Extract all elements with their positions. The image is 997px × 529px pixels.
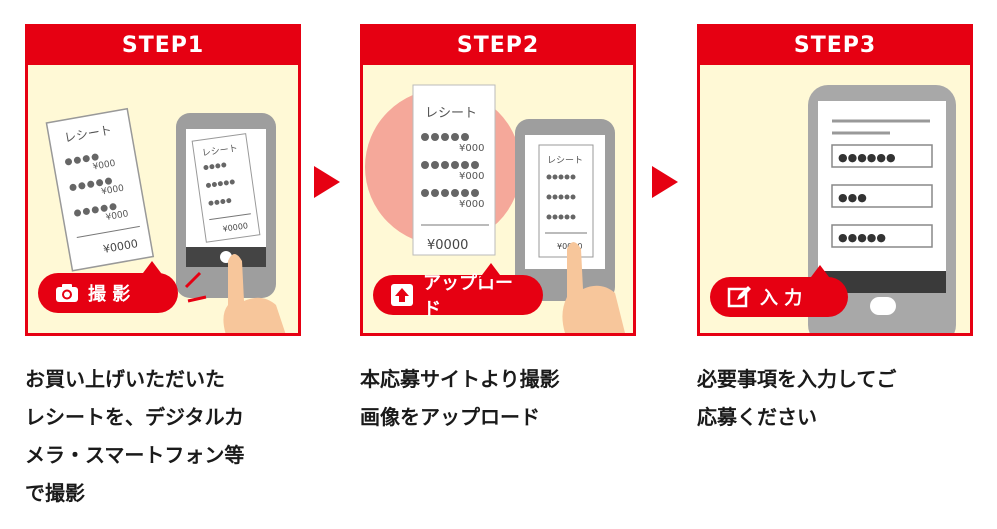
step3-desc-line-1: 必要事項を入力してご: [697, 367, 897, 391]
upload-badge-tail: [479, 263, 503, 279]
step1-title: STEP1: [28, 27, 298, 65]
step1-panel: STEP1 レシート ¥000 ¥000 ¥000 ¥0000: [25, 24, 301, 336]
shoot-badge: 撮 影: [38, 273, 178, 313]
step2-desc-line-2: 画像をアップロード: [360, 405, 540, 429]
step1-scene: レシート ¥000 ¥000 ¥000 ¥0000 レシート: [45, 107, 286, 333]
phone-receipt: レシート ¥0000: [191, 133, 261, 243]
form-field-1-value: ●●●●●●: [838, 151, 896, 164]
receipt-price-3: ¥000: [105, 209, 130, 223]
form-field-3-value: ●●●●●: [838, 231, 886, 244]
step3-scene: ●●●●●● ●●● ●●●●●: [808, 85, 956, 333]
zoom-receipt-title: レシート: [425, 106, 477, 121]
input-badge: 入 力: [710, 277, 848, 317]
step1-illustration: レシート ¥000 ¥000 ¥000 ¥0000 レシート: [28, 65, 298, 333]
zoom-price-3: ¥000: [459, 199, 484, 210]
step2-desc-line-1: 本応募サイトより撮影: [360, 367, 560, 391]
step2-title: STEP2: [363, 27, 633, 65]
step-arrow-2: [652, 166, 678, 198]
step3-description: 必要事項を入力してご 応募ください: [697, 360, 997, 436]
shoot-badge-tail: [140, 261, 164, 277]
form-field-1: [831, 144, 933, 168]
input-badge-label: 入 力: [760, 288, 803, 309]
step3-title: STEP3: [700, 27, 970, 65]
receipt-total: ¥0000: [102, 237, 139, 256]
upload-icon: [389, 282, 415, 308]
step1-description: お買い上げいただいた レシートを、デジタルカ メラ・スマートフォン等 で撮影: [25, 360, 325, 512]
step2-panel: STEP2 レシート ¥000 ¥000 ¥000 ¥0000 レシート ¥00…: [360, 24, 636, 336]
step1-desc-line-2: レシートを、デジタルカ: [25, 405, 244, 429]
receipt-price-1: ¥000: [92, 159, 117, 173]
phone-receipt-total: ¥0000: [222, 221, 248, 233]
input-badge-tail: [808, 265, 832, 281]
step3-illustration: ●●●●●● ●●● ●●●●● 入 力: [700, 65, 970, 333]
upload-badge: アップロード: [373, 273, 543, 320]
edit-icon: [726, 284, 752, 310]
form-field-2-value: ●●●: [838, 191, 867, 204]
step3-panel: STEP3 ●●●●●● ●●● ●●●●● 入 力: [697, 24, 973, 336]
step1-desc-line-4: で撮影: [25, 481, 85, 505]
zoom-total: ¥0000: [427, 238, 468, 253]
phone-receipt-title: レシート: [547, 156, 583, 166]
receipt-price-2: ¥000: [100, 184, 125, 198]
zoom-price-1: ¥000: [459, 143, 484, 154]
camera-icon: [54, 280, 80, 306]
phone-receipt-title: レシート: [201, 144, 238, 159]
step3-desc-line-2: 応募ください: [697, 405, 817, 429]
zoom-price-2: ¥000: [459, 171, 484, 182]
step2-scene: レシート ¥000 ¥000 ¥000 ¥0000 レシート ¥0000: [365, 84, 625, 333]
step2-illustration: レシート ¥000 ¥000 ¥000 ¥0000 レシート ¥0000: [363, 65, 633, 333]
step1-desc-line-1: お買い上げいただいた: [25, 367, 225, 391]
receipt-paper: レシート ¥000 ¥000 ¥000 ¥0000: [45, 107, 155, 272]
step1-desc-line-3: メラ・スマートフォン等: [25, 443, 245, 467]
form-field-2: [831, 184, 933, 208]
upload-badge-label: アップロード: [423, 273, 513, 320]
hand-icon: [562, 242, 625, 333]
form-field-3: [831, 224, 933, 248]
shoot-badge-label: 撮 影: [88, 284, 131, 305]
step-arrow-1: [314, 166, 340, 198]
step2-description: 本応募サイトより撮影 画像をアップロード: [360, 360, 660, 436]
hand-icon: [223, 254, 286, 333]
